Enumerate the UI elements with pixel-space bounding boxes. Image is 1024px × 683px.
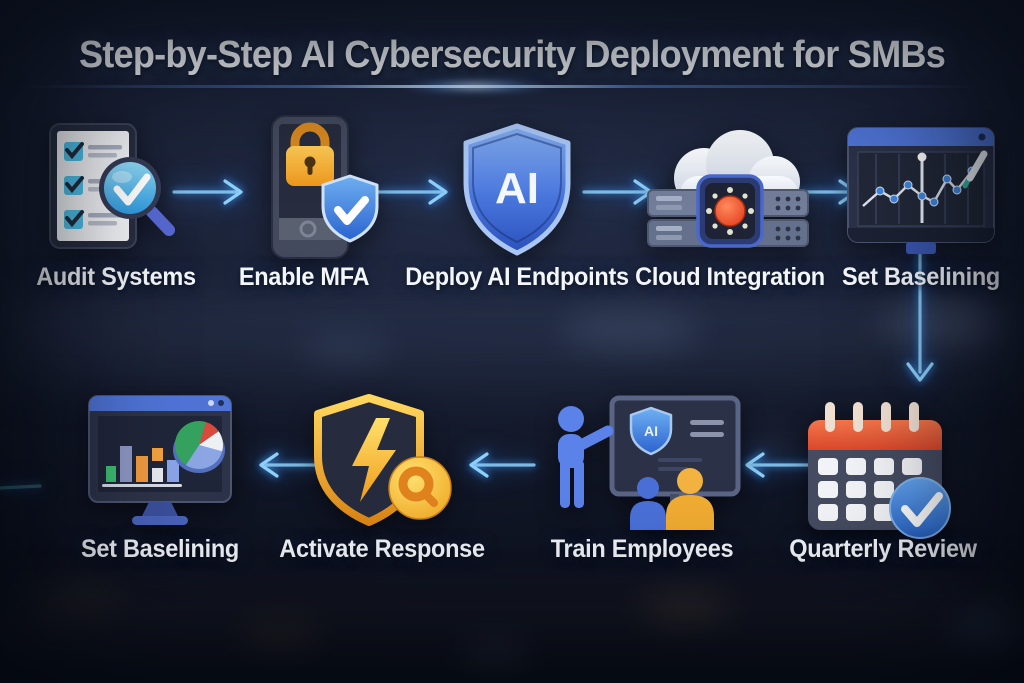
step-label-deploy-ai-endpoints: Deploy AI Endpoints bbox=[405, 263, 629, 291]
bokeh-blob bbox=[950, 610, 1020, 644]
city-bokeh-band bbox=[0, 300, 1024, 390]
step-label-set-baselining-top: Set Baselining bbox=[842, 263, 1000, 291]
step-label-train-employees: Train Employees bbox=[550, 535, 734, 563]
step-label-enable-mfa: Enable MFA bbox=[238, 263, 370, 291]
arrow-left-3 bbox=[259, 452, 326, 478]
step-label-audit-systems: Audit Systems bbox=[36, 263, 196, 291]
arrow-down-1 bbox=[906, 241, 934, 382]
shield-lightning-icon bbox=[314, 394, 452, 526]
arrow-right-1 bbox=[172, 179, 243, 205]
ai-shield-icon: AI bbox=[463, 123, 571, 256]
svg-text:AI: AI bbox=[644, 423, 658, 439]
arrow-left-1 bbox=[745, 452, 814, 478]
bokeh-blob bbox=[460, 640, 530, 666]
step-label-cloud-integration: Cloud Integration bbox=[635, 263, 825, 291]
bokeh-blob bbox=[150, 180, 220, 220]
arrow-left-2 bbox=[469, 452, 536, 478]
monitor-line-chart-icon bbox=[847, 127, 995, 254]
bokeh-blob bbox=[300, 330, 390, 364]
calendar-check-icon bbox=[808, 402, 951, 539]
bokeh-blob bbox=[240, 620, 320, 650]
checklist-magnifier-icon bbox=[49, 123, 175, 249]
edge-glow-line bbox=[0, 484, 42, 490]
cloud-servers-icon bbox=[647, 130, 809, 248]
lens-flare-core bbox=[400, 80, 550, 92]
arrow-right-3 bbox=[582, 179, 653, 205]
page-title: Step-by-Step AI Cybersecurity Deployment… bbox=[78, 34, 946, 76]
bokeh-blob bbox=[560, 310, 700, 350]
step-label-activate-response: Activate Response bbox=[279, 535, 485, 563]
bokeh-blob bbox=[740, 430, 800, 456]
arrow-right-2 bbox=[377, 179, 448, 205]
step-label-quarterly-review: Quarterly Review bbox=[789, 535, 977, 563]
city-bokeh-band bbox=[0, 590, 1024, 660]
monitor-charts-icon bbox=[88, 395, 232, 525]
phone-lock-shield-icon bbox=[271, 115, 379, 259]
svg-text:AI: AI bbox=[495, 164, 539, 213]
step-label-set-baselining-bottom: Set Baselining bbox=[81, 535, 239, 563]
bokeh-blob bbox=[40, 580, 120, 620]
bokeh-blob bbox=[640, 590, 730, 626]
bokeh-blob bbox=[880, 300, 1000, 346]
training-presentation-icon: AI bbox=[558, 395, 741, 530]
